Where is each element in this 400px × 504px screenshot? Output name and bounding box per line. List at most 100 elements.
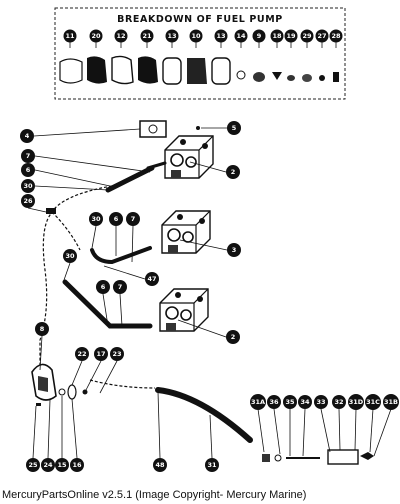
callout-17: 17 — [85, 347, 108, 391]
leader-line — [99, 360, 118, 394]
carb-fitting — [171, 170, 181, 178]
callout-5: 5 — [201, 121, 241, 135]
leader-line — [32, 405, 37, 459]
leader-line — [34, 155, 151, 173]
leader-line — [27, 207, 47, 213]
callout-8: 8 — [35, 322, 49, 371]
callout-label: 14 — [236, 32, 246, 40]
callout-label: 3 — [232, 246, 237, 254]
leader-line — [71, 360, 83, 386]
callout-35: 35 — [283, 395, 297, 456]
callout-circle — [26, 458, 40, 472]
callout-label: 23 — [112, 350, 121, 358]
carb-bore — [165, 306, 179, 320]
callout-label: 13 — [167, 32, 176, 40]
leader-line — [257, 408, 265, 453]
fuel-line-dashed — [51, 211, 81, 251]
leader-line — [63, 262, 71, 281]
callout-circle — [284, 29, 298, 43]
callout-circle — [55, 458, 69, 472]
breakdown-callout-9: 9 — [252, 29, 266, 48]
t-fitting — [46, 208, 56, 214]
callout-label: 6 — [114, 215, 119, 223]
filter — [67, 384, 77, 400]
callout-label: 24 — [43, 461, 53, 469]
callout-label: 36 — [269, 398, 279, 406]
callout-label: 2 — [231, 333, 236, 341]
leader-line — [177, 319, 227, 338]
callout-label: 30 — [23, 182, 33, 190]
breakdown-callout-29: 29 — [300, 29, 314, 48]
callout-label: 32 — [334, 398, 343, 406]
fuel-hose-main — [155, 387, 253, 443]
callout-16: 16 — [70, 398, 84, 472]
leader-line — [189, 161, 227, 173]
leader-line — [85, 360, 102, 391]
callout-31A: 31A — [250, 394, 266, 453]
callout-circle — [21, 149, 35, 163]
callout-26: 26 — [21, 194, 47, 213]
assembly-drawing — [31, 120, 374, 465]
leader-line — [34, 169, 111, 187]
leader-line — [179, 239, 228, 251]
callout-circle — [109, 212, 123, 226]
fuel-pump-breakdown-panel: BREAKDOWN OF FUEL PUMP — [54, 7, 346, 100]
callout-2: 2 — [189, 161, 240, 179]
carburetor-top — [164, 135, 214, 179]
callout-30: 30 — [21, 179, 109, 193]
callout-4: 4 — [20, 128, 141, 143]
breakdown-title: BREAKDOWN OF FUEL PUMP — [117, 14, 283, 25]
breakdown-callout-14: 14 — [234, 29, 248, 48]
callout-circle — [165, 29, 179, 43]
callout-label: 21 — [142, 32, 152, 40]
callout-label: 13 — [216, 32, 225, 40]
carb-bolt — [199, 218, 205, 224]
callout-label: 19 — [286, 32, 296, 40]
leader-line — [71, 398, 78, 459]
callout-circle — [329, 29, 343, 43]
callout-circle — [113, 280, 127, 294]
leader-line — [47, 399, 51, 459]
callout-47: 47 — [103, 265, 159, 286]
callout-label: 30 — [65, 252, 75, 260]
callout-label: 34 — [300, 398, 310, 406]
callout-circle — [21, 194, 35, 208]
callout-3: 3 — [179, 239, 241, 257]
callout-22: 22 — [71, 347, 89, 386]
breakdown-callout-19: 19 — [284, 29, 298, 48]
breakdown-callout-13: 13 — [165, 29, 179, 48]
fuel-hose-bottom — [62, 279, 153, 329]
breakdown-part-19 — [287, 75, 295, 81]
callout-circle — [21, 179, 35, 193]
callout-circle — [110, 347, 124, 361]
leader-line — [91, 225, 97, 249]
leader-line — [131, 225, 134, 263]
callout-2: 2 — [177, 319, 240, 344]
leader-line — [103, 265, 146, 280]
breakdown-part-11 — [59, 58, 83, 84]
fuel-line-dashed — [39, 185, 113, 390]
leader-line — [102, 293, 109, 327]
primer-bulb-fitting — [327, 449, 359, 465]
callout-circle — [298, 395, 312, 409]
callout-label: 12 — [116, 32, 125, 40]
leader-line — [302, 408, 306, 457]
breakdown-callout-10: 10 — [189, 29, 203, 48]
callout-label: 8 — [40, 325, 45, 333]
callout-31B: 31B — [373, 394, 399, 457]
callout-label: 22 — [77, 350, 86, 358]
callout-label: 9 — [257, 32, 262, 40]
callout-circle — [226, 165, 240, 179]
carb-bolt — [177, 214, 183, 220]
callout-circle — [145, 272, 159, 286]
callout-label: 5 — [232, 124, 237, 132]
callout-label: 6 — [101, 283, 106, 291]
leader-line — [320, 408, 331, 453]
callout-circle — [20, 129, 34, 143]
callout-label: 31D — [349, 398, 364, 406]
callout-circle — [189, 29, 203, 43]
breakdown-part-13 — [162, 57, 182, 85]
callout-7: 7 — [113, 280, 127, 327]
